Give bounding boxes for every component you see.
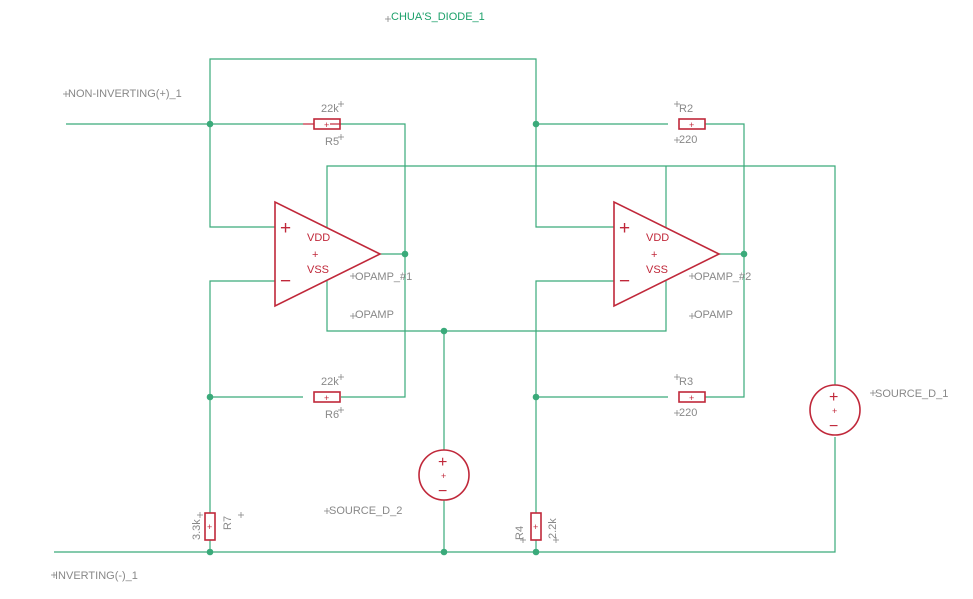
junctions (206, 120, 748, 556)
resistor-body (313, 391, 341, 403)
junction-dot (440, 327, 448, 335)
wire-r5-out1 (341, 123, 406, 254)
source-name: SOURCE_D_1 (875, 388, 948, 400)
resistor-value: 22k (321, 103, 339, 115)
opamp-vdd-label: VDD (307, 232, 330, 244)
resistor-body (530, 512, 542, 541)
opamp-triangle (613, 200, 721, 308)
source-plus-sign: + (829, 389, 838, 406)
resistor-name: R3 (679, 376, 693, 388)
junction-dot (532, 393, 540, 401)
opamp-value: OPAMP (355, 309, 394, 321)
junction-dot (206, 393, 214, 401)
opamp-name: OPAMP_#2 (694, 271, 751, 283)
opamp-1[interactable]: + − VDD + VSS OPAMP_#1 OPAMP (274, 200, 412, 321)
opamp-value: OPAMP (694, 309, 733, 321)
wire-inverting-bus (54, 437, 836, 553)
wire-vss-rail (326, 281, 667, 332)
opamp-vdd-label: VDD (646, 232, 669, 244)
opamp-center-mark: + (312, 249, 318, 261)
source-center-mark: + (441, 471, 446, 481)
opamp-name: OPAMP_#1 (355, 271, 412, 283)
resistor-pin-marker: + (207, 522, 212, 532)
source-d-2[interactable]: + + − SOURCE_D_2 (324, 449, 470, 517)
source-circle (418, 449, 470, 501)
net-labels: CHUA'S_DIODE_1 NON-INVERTING(+)_1 INVERT… (51, 11, 485, 582)
resistor-name: R4 (514, 526, 526, 540)
resistor-pin-marker: + (533, 522, 538, 532)
resistor-body (313, 118, 341, 130)
resistor-pin-marker: + (324, 120, 329, 130)
resistor-r5[interactable]: + 22k R5 (303, 103, 341, 148)
resistor-body (678, 391, 706, 403)
resistor-pin-marker: + (689, 393, 694, 403)
resistor-value: 22k (321, 376, 339, 388)
opamp-2[interactable]: + − VDD + VSS OPAMP_#2 OPAMP (613, 200, 751, 321)
wire-op2-minus (535, 280, 614, 513)
net-label-noninverting: NON-INVERTING(+)_1 (68, 88, 182, 100)
resistor-r4[interactable]: + R4 2.2k (514, 512, 559, 541)
junction-dot (401, 250, 409, 258)
origin-markers (197, 101, 680, 543)
resistor-r3[interactable]: + R3 220 (678, 376, 706, 419)
resistor-r6[interactable]: + 22k R6 (313, 376, 341, 421)
source-plus-sign: + (438, 454, 447, 471)
resistor-r2[interactable]: + R2 220 (678, 103, 706, 146)
opamp-triangle (274, 200, 382, 308)
resistor-r7[interactable]: + 3.3k R7 (191, 512, 234, 541)
resistor-value: 220 (679, 134, 697, 146)
source-circle (809, 384, 861, 436)
wire-op1-minus (209, 280, 275, 513)
opamp-minus-sign: − (280, 271, 291, 292)
junction-dot (532, 120, 540, 128)
junction-dot (206, 120, 214, 128)
opamp-minus-sign: − (619, 271, 630, 292)
source-center-mark: + (832, 406, 837, 416)
circuit-title: CHUA'S_DIODE_1 (391, 11, 485, 23)
wire-top-loop (209, 58, 537, 124)
opamp-vss-label: VSS (307, 264, 329, 276)
source-d-1[interactable]: + + − SOURCE_D_1 (809, 384, 948, 436)
resistor-name: R6 (325, 409, 339, 421)
source-name: SOURCE_D_2 (329, 505, 402, 517)
source-minus-sign: − (829, 418, 838, 435)
opamp-plus-sign: + (280, 218, 291, 239)
net-label-inverting: INVERTING(-)_1 (55, 570, 138, 582)
resistor-body (204, 512, 216, 541)
junction-dot (206, 548, 214, 556)
resistor-pin-marker: + (324, 393, 329, 403)
wire-r2-out2 (705, 123, 745, 254)
wire-to-op2-plus (535, 124, 614, 228)
junction-dot (740, 250, 748, 258)
wire-out2-r3 (705, 254, 745, 398)
junction-dot (440, 548, 448, 556)
opamp-plus-sign: + (619, 218, 630, 239)
resistor-pin-marker: + (689, 120, 694, 130)
resistor-name: R7 (222, 516, 234, 530)
resistor-name: R2 (679, 103, 693, 115)
resistor-value: 2.2k (547, 518, 559, 539)
opamp-vss-label: VSS (646, 264, 668, 276)
wire-to-op1-plus (209, 124, 275, 228)
opamp-center-mark: + (651, 249, 657, 261)
resistor-name: R5 (325, 136, 339, 148)
source-minus-sign: − (438, 483, 447, 500)
wire-vdd-rail (326, 165, 836, 385)
resistor-body (678, 118, 706, 130)
resistor-value: 220 (679, 407, 697, 419)
resistor-value: 3.3k (191, 519, 203, 540)
junction-dot (532, 548, 540, 556)
wire-out1-r6 (341, 254, 406, 398)
